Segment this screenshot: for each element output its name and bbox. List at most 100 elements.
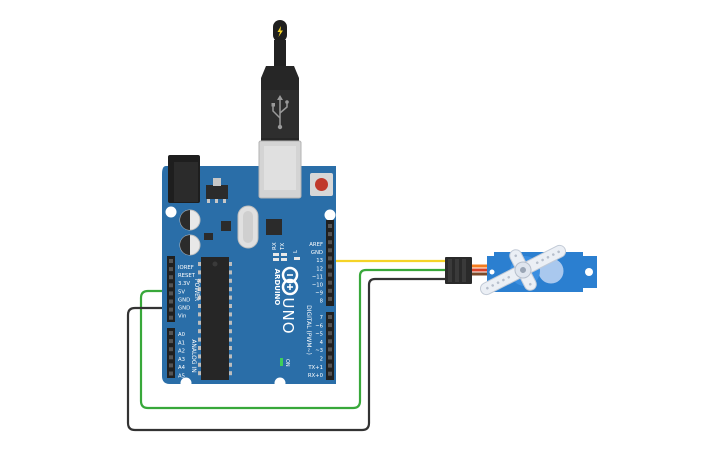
digital-pin-socket[interactable] [328,248,332,253]
chip-pin [198,304,201,308]
chip-pin [229,346,232,350]
chip-pin [229,371,232,376]
power-header-pins [169,259,173,320]
digital-pin-socket[interactable] [328,347,332,352]
power-pin-socket[interactable] [169,275,173,280]
chip-pin [198,262,201,266]
power-pin-label: 5V [178,289,185,295]
mounting-hole [274,377,286,389]
chip-pin [229,278,232,283]
power-header-label: POWER [193,279,200,301]
digital-pin-label: TX+1 [307,365,323,371]
led-l [294,257,300,260]
chip-pin [229,304,232,308]
chip-pin [229,354,232,359]
power-pin-socket[interactable] [169,307,173,312]
digital-pin-socket[interactable] [328,296,332,301]
servo-motor[interactable] [471,229,597,311]
chip-pin [229,262,232,266]
atmega-chip [201,257,229,380]
chip-pin [198,287,201,292]
digital-pin-socket[interactable] [328,272,332,277]
usb-cable-neck [274,40,286,68]
small-chip [221,221,231,231]
reset-button[interactable] [315,178,328,191]
digital-pin-socket[interactable] [328,315,332,319]
digital-pin-socket[interactable] [328,288,332,293]
led-tx-label: TX [280,243,286,251]
servo-mount-hole [489,269,495,275]
wires [126,259,454,432]
digital-pin-socket[interactable] [328,339,332,344]
arduino-uno-board[interactable]: L TX RX ARDUINO UNO ON [162,140,336,389]
digital-pin-socket[interactable] [328,232,332,237]
servo-mount-hole [585,268,593,276]
analog-pin-socket[interactable] [169,363,173,368]
power-pin-socket[interactable] [169,259,173,263]
board-model: UNO [279,297,297,334]
regulator-pin [215,199,218,203]
power-pin-socket[interactable] [169,299,173,304]
chip-pin [198,278,201,283]
on-led [280,358,283,366]
servo-connector[interactable] [445,257,472,284]
digital-pin-label: RX+0 [308,373,324,379]
digital-pin-socket[interactable] [328,264,332,269]
analog-pin-socket[interactable] [169,347,173,352]
analog-pin-label: A2 [178,349,185,355]
power-pin-label: IOREF [178,265,194,271]
led-l-label: L [293,249,299,253]
power-pin-label: RESET [178,273,196,279]
chip-pin [229,270,232,275]
chip-pin [229,287,232,292]
analog-header-label: ANALOG IN [190,339,197,372]
analog-pin-socket[interactable] [169,355,173,360]
chip-pin [198,346,201,350]
power-pin-socket[interactable] [169,291,173,296]
lightning-icon [277,26,283,37]
analog-pin-socket[interactable] [169,371,173,376]
digital-pin-socket[interactable] [328,256,332,261]
power-pin-label: Vin [178,314,186,320]
power-pin-socket[interactable] [169,267,173,272]
analog-pin-socket[interactable] [169,331,173,335]
digital-header-top [326,220,334,306]
chip-pin [198,329,201,334]
on-label: ON [284,359,290,367]
mounting-hole [165,206,177,218]
digital-pin-socket[interactable] [328,355,332,360]
digital-header-bottom [326,312,334,380]
digital-pin-label: ~10 [312,283,324,289]
digital-pin-label: 13 [316,258,323,264]
digital-pin-socket[interactable] [328,280,332,285]
analog-pin-label: A4 [178,365,186,371]
power-pin-socket[interactable] [169,315,173,320]
digital-pin-socket[interactable] [328,224,332,228]
led-rx [273,253,279,256]
led-rx-label: RX [272,242,278,250]
power-pin-socket[interactable] [169,283,173,288]
mounting-hole [180,377,192,389]
regulator-tab [213,178,221,186]
digital-pin-socket[interactable] [328,240,332,245]
digital-pin-label: 7 [320,315,323,321]
digital-pin-socket[interactable] [328,331,332,336]
chip-pin [229,362,232,367]
power-pin-label: 3.3V [178,281,190,287]
ground-wire[interactable] [126,277,452,432]
digital-pin-socket[interactable] [328,371,332,376]
power-wire[interactable] [139,268,452,410]
analog-header [167,328,175,378]
digital-pin-socket[interactable] [328,323,332,328]
chip-pin [229,329,232,334]
mounting-hole [324,209,336,221]
chip-pins [198,262,232,376]
digital-pin-socket[interactable] [328,363,332,368]
analog-pin-socket[interactable] [169,339,173,344]
servo-horn[interactable] [471,229,575,311]
analog-pin-label: A0 [178,332,186,338]
digital-pin-label: ~9 [315,291,323,297]
